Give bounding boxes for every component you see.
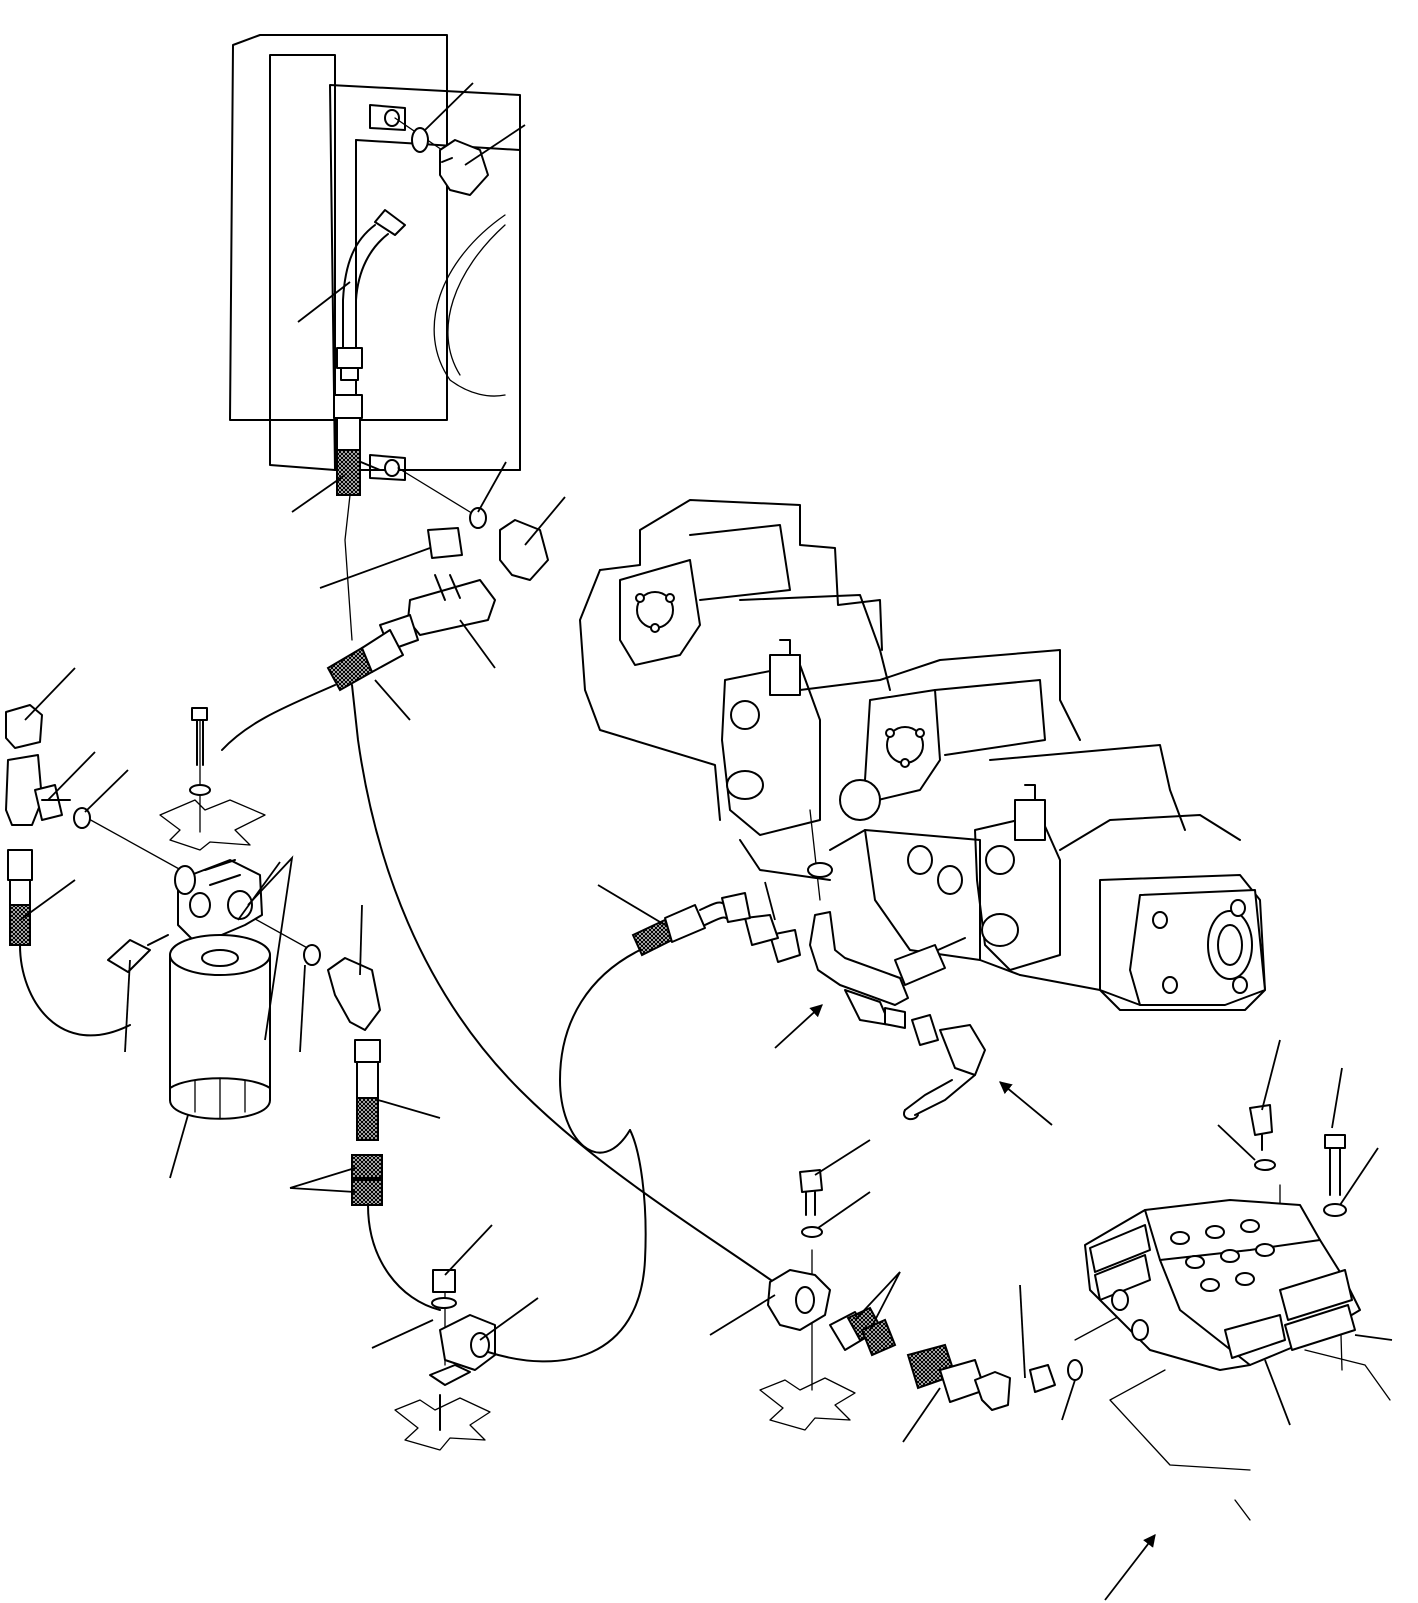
leader-09 <box>374 679 411 721</box>
pump-outlet-piping <box>744 862 986 1121</box>
leader-17 <box>299 964 306 1053</box>
middle-elbow-hose <box>303 944 441 1311</box>
leader-05 <box>477 461 507 513</box>
elbow-fitting-lower <box>469 507 549 581</box>
elbow-fitting-upper <box>411 127 489 196</box>
leader-37 <box>1339 1147 1379 1206</box>
view-arrow-valve-bracket <box>1104 1534 1156 1601</box>
lower-hose-to-valve <box>759 1169 1083 1431</box>
oil-cooler-radiator <box>229 34 521 481</box>
leader-18 <box>359 904 363 976</box>
leader-07 <box>319 547 431 589</box>
leader-15 <box>237 861 281 921</box>
leader-16 <box>124 959 131 1053</box>
callout-leaders <box>19 82 1393 1443</box>
leader-04 <box>291 474 346 513</box>
tee-fitting <box>379 527 496 651</box>
leader-33 <box>1061 1379 1076 1421</box>
lower-clamp-assembly <box>394 1129 647 1451</box>
hose-upper <box>333 394 363 496</box>
control-valve <box>1084 1199 1391 1521</box>
steel-tube-upper <box>336 209 406 381</box>
leader-36 <box>1331 1067 1343 1129</box>
leader-29 <box>709 1294 776 1336</box>
leader-21 <box>289 1167 356 1193</box>
leader-22 <box>444 1224 493 1276</box>
leader-34 <box>1261 1039 1281 1111</box>
hose-to-pump <box>559 892 751 1154</box>
leader-24 <box>479 1297 539 1341</box>
leader-31 <box>902 1387 941 1443</box>
leader-03 <box>297 281 351 323</box>
view-arrow-pump-port <box>774 1004 823 1049</box>
leader-26 <box>764 881 776 921</box>
leader-30 <box>854 1271 901 1331</box>
assembly-centerlines <box>77 117 1343 1391</box>
leader-12 <box>84 769 129 813</box>
leader-27 <box>814 1139 871 1176</box>
hydraulic-pump-assembly <box>579 499 1266 1011</box>
leader-13 <box>19 879 76 921</box>
leader-20 <box>169 1114 189 1179</box>
leader-11 <box>47 751 96 801</box>
filter-element-canister <box>169 934 271 1120</box>
leader-39 <box>1354 1334 1393 1341</box>
leader-14 <box>247 855 294 1041</box>
leader-10 <box>24 667 76 721</box>
leader-01 <box>424 82 474 131</box>
valve-mount-hardware <box>1249 1104 1347 1217</box>
leader-38 <box>1264 1359 1291 1426</box>
leader-32 <box>1019 1284 1026 1379</box>
leader-06 <box>524 496 566 546</box>
hose-tee-to-filter <box>221 629 779 1286</box>
leader-02 <box>464 124 526 166</box>
view-direction-arrows <box>774 1004 1156 1601</box>
leader-23 <box>371 1319 434 1349</box>
leader-19 <box>377 1099 441 1119</box>
leader-08 <box>459 619 496 669</box>
leader-35 <box>1217 1124 1256 1161</box>
leader-28 <box>817 1191 871 1229</box>
left-elbow-cap-hose <box>5 704 131 1037</box>
view-arrow-pump-pipe <box>999 1081 1053 1126</box>
filter-head-assembly <box>107 707 266 973</box>
leader-25 <box>597 884 666 926</box>
